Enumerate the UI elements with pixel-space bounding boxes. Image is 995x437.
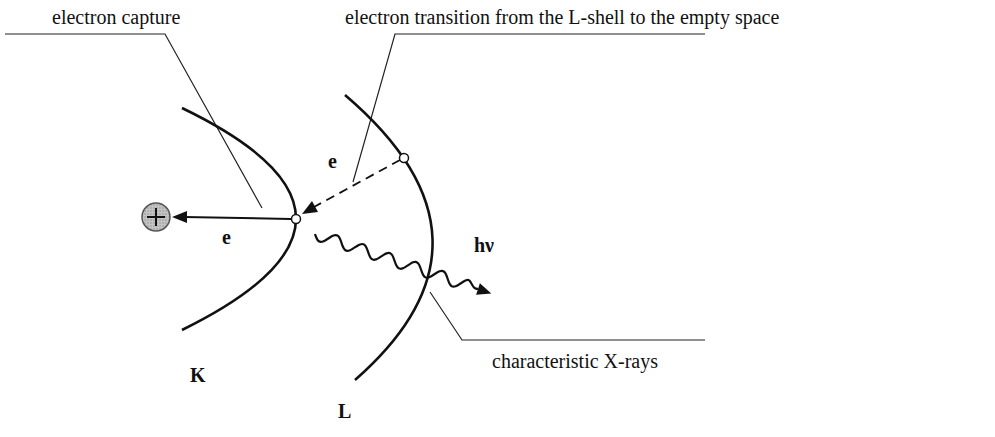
electron xyxy=(292,215,301,224)
leader-line xyxy=(430,292,705,340)
leader-line xyxy=(353,34,705,182)
arrowhead xyxy=(302,201,318,214)
electron-symbol: e xyxy=(222,226,231,248)
leader-line xyxy=(5,34,262,208)
callout-label: electron capture xyxy=(52,6,180,28)
arrowhead xyxy=(172,211,187,223)
capture-arrow xyxy=(184,217,291,219)
shell-name: K xyxy=(190,364,206,386)
callout-label: electron transition from the L-shell to … xyxy=(345,6,779,28)
electron-symbol: e xyxy=(328,150,337,172)
transition-arrow xyxy=(314,160,400,207)
callout-label: characteristic X-rays xyxy=(492,350,658,372)
photon-wave xyxy=(315,234,478,289)
nucleus xyxy=(142,203,170,231)
l-shell-arc xyxy=(345,95,433,380)
plus-symbol xyxy=(155,208,157,226)
photon-symbol: hν xyxy=(474,234,494,256)
k-shell-arc xyxy=(182,108,296,330)
arrowhead xyxy=(476,283,491,294)
shell-name: L xyxy=(338,400,351,422)
electron xyxy=(400,154,409,163)
